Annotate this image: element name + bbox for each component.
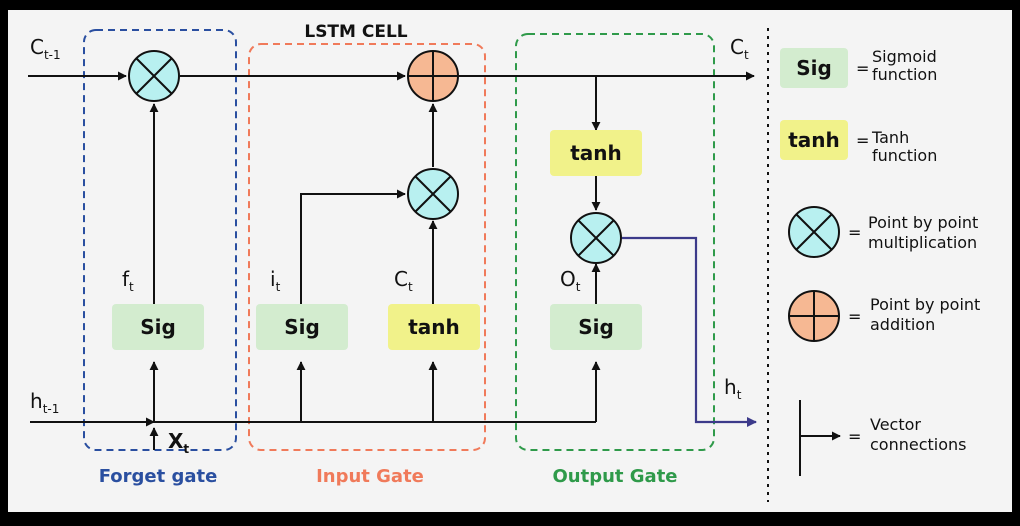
h-next-label: ht — [724, 375, 742, 402]
forget-sig-label: Sig — [140, 315, 176, 339]
diagram-canvas: LSTM CELL Forget gate Input Gate Output … — [8, 10, 1012, 512]
legend: Sig = Sigmoid function tanh = Tanh funct… — [780, 47, 980, 476]
c-prev-label: Ct-1 — [30, 35, 61, 62]
input-multiply-icon — [407, 168, 459, 220]
legend-vec-line2: connections — [870, 435, 967, 454]
legend-sig-eq: = — [856, 59, 869, 78]
legend-tanh-line2: function — [872, 146, 937, 165]
legend-mult-eq: = — [848, 223, 861, 242]
c-candidate-label: Ct — [394, 267, 413, 294]
legend-multiply-icon — [788, 206, 840, 258]
wire-h-next — [622, 236, 757, 427]
legend-add-eq: = — [848, 307, 861, 326]
forget-multiply-icon — [128, 50, 180, 102]
legend-tanh-eq: = — [856, 131, 869, 150]
x-input-label: Xt — [168, 429, 189, 456]
legend-tanh: tanh = Tanh function — [780, 120, 937, 165]
legend-add-line1: Point by point — [870, 295, 980, 314]
diagram-title: LSTM CELL — [304, 22, 407, 42]
forget-sig-box: Sig — [112, 304, 204, 350]
i-label: it — [270, 267, 281, 294]
o-label: Ot — [560, 267, 581, 294]
legend-mult-line1: Point by point — [868, 213, 978, 232]
output-sig-box: Sig — [550, 304, 642, 350]
wires — [28, 71, 755, 450]
legend-add: = Point by point addition — [788, 290, 980, 342]
legend-mult-line2: multiplication — [868, 233, 977, 252]
output-sig-label: Sig — [578, 315, 614, 339]
input-tanh-box: tanh — [388, 304, 480, 350]
legend-vec-line1: Vector — [870, 415, 921, 434]
forget-gate-box — [83, 29, 237, 451]
cell-add-icon — [407, 50, 459, 102]
legend-vector: = Vector connections — [799, 400, 967, 476]
input-tanh-label: tanh — [408, 315, 460, 339]
legend-add-icon — [788, 290, 840, 342]
legend-sig-line1: Sigmoid — [872, 47, 937, 66]
legend-add-line2: addition — [870, 315, 935, 334]
output-tanh-label: tanh — [570, 141, 622, 165]
f-label: ft — [122, 267, 134, 294]
h-prev-label: ht-1 — [30, 389, 59, 416]
output-multiply-icon — [570, 212, 622, 264]
forget-gate-label: Forget gate — [99, 466, 218, 487]
output-gate-label: Output Gate — [552, 466, 677, 487]
legend-vector-connection-icon — [799, 400, 841, 476]
legend-tanh-box-label: tanh — [788, 128, 840, 152]
legend-tanh-line1: Tanh — [871, 128, 909, 147]
wire-isig-to-mult — [300, 189, 406, 304]
legend-sigmoid: Sig = Sigmoid function — [780, 47, 937, 88]
legend-sig-line2: function — [872, 65, 937, 84]
legend-sig-box-label: Sig — [796, 56, 832, 80]
input-gate-box — [248, 43, 486, 451]
c-next-label: Ct — [730, 35, 749, 62]
input-gate-label: Input Gate — [316, 466, 424, 487]
output-tanh-box: tanh — [550, 130, 642, 176]
input-sig-box: Sig — [256, 304, 348, 350]
legend-vec-eq: = — [848, 427, 861, 446]
input-sig-label: Sig — [284, 315, 320, 339]
output-gate-box — [515, 33, 715, 451]
lstm-diagram: LSTM CELL Forget gate Input Gate Output … — [28, 22, 980, 502]
legend-multiply: = Point by point multiplication — [788, 206, 978, 258]
